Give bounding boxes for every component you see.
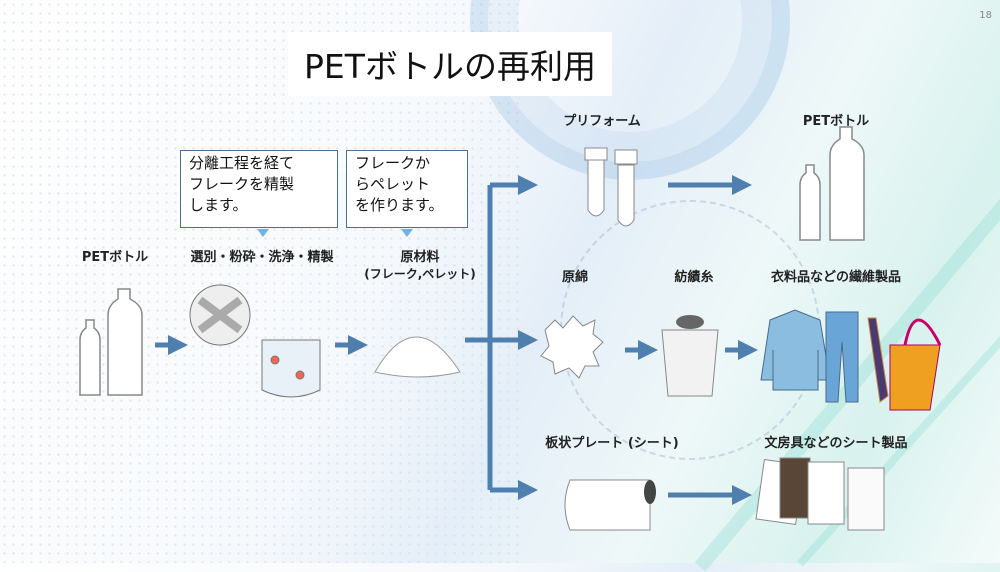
label-process: 選別・粉砕・洗浄・精製 bbox=[190, 250, 334, 265]
clothing-icon bbox=[760, 309, 942, 411]
callout-pointer bbox=[257, 229, 269, 237]
label-raw-cotton: 原綿 bbox=[561, 270, 589, 285]
page-number: 18 bbox=[979, 10, 992, 21]
flake-pile-icon bbox=[374, 336, 461, 378]
raw-cotton-icon bbox=[540, 315, 604, 379]
sheet-roll-icon bbox=[564, 479, 656, 531]
label-pet-bottle-product: PETボトル bbox=[802, 114, 870, 129]
label-sheet: 板状プレート (シート) bbox=[545, 436, 679, 451]
bottle-icon bbox=[79, 126, 865, 396]
label-spun-yarn: 紡績糸 bbox=[674, 270, 714, 285]
callout-pellet: フレークか らペレット を作ります。 bbox=[346, 150, 468, 228]
label-raw-material: 原材料 bbox=[400, 250, 440, 265]
yarn-icon bbox=[661, 315, 719, 397]
stationery-icon bbox=[755, 457, 885, 531]
callout-pointer bbox=[401, 229, 413, 237]
callout-flake: 分離工程を経て フレークを精製 します。 bbox=[180, 150, 338, 228]
preform-icon bbox=[584, 147, 638, 227]
flow-arrows bbox=[155, 175, 758, 505]
label-preform: プリフォーム bbox=[563, 114, 641, 129]
label-sheet-products: 文房具などのシート製品 bbox=[764, 436, 908, 451]
crusher-icon bbox=[189, 284, 321, 398]
label-pet-bottle-source: PETボトル bbox=[81, 250, 149, 265]
label-raw-material-sub: (フレーク,ペレット) bbox=[364, 267, 476, 281]
slide-title: PETボトルの再利用 bbox=[288, 32, 612, 96]
label-textile-products: 衣料品などの繊維製品 bbox=[770, 270, 902, 285]
